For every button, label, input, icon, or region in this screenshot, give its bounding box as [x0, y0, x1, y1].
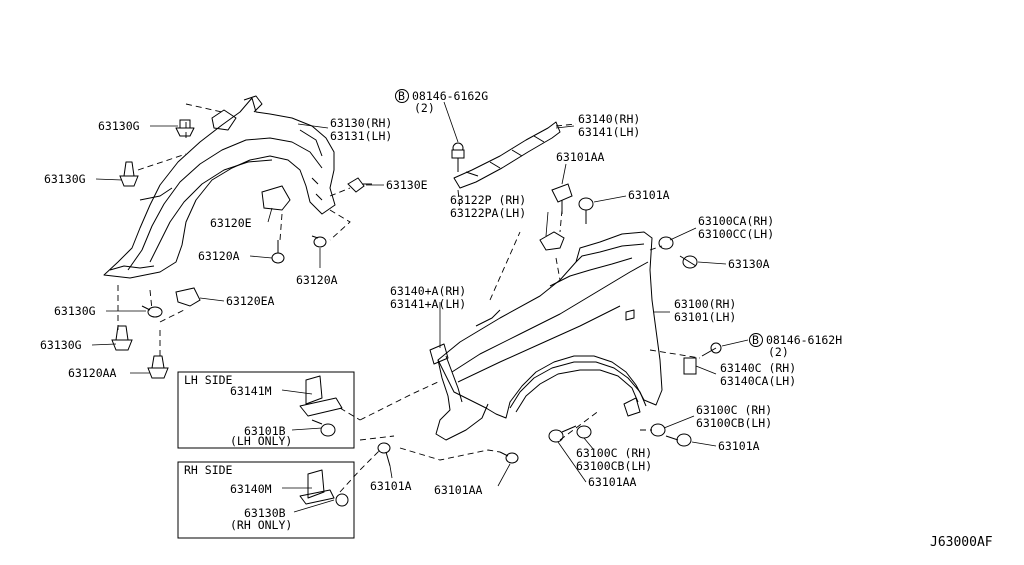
bolt-63101aa-b2	[499, 451, 519, 464]
bolt-63101a-b	[377, 442, 391, 467]
lh-side-box	[177, 371, 355, 449]
callout-63130-rh: 63130(RH)	[330, 116, 392, 130]
callout-63130g-3: 63130G	[54, 304, 96, 318]
callout-63140c-rh: 63140C (RH)	[720, 361, 796, 375]
callout-63130g-1: 63130G	[98, 119, 140, 133]
callout-qty-h: (2)	[768, 345, 789, 359]
callout-63100cb-lh-b: 63100CB(LH)	[576, 459, 652, 473]
callout-63100cb-lh-r: 63100CB(LH)	[696, 416, 772, 430]
rh-side-title: RH SIDE	[184, 463, 233, 477]
callout-63140-rh: 63140(RH)	[578, 112, 640, 126]
callout-63131-lh: 63131(LH)	[330, 129, 392, 143]
lh-side-title: LH SIDE	[184, 373, 233, 387]
fender-protector	[103, 95, 336, 307]
fender-bracket-lower	[539, 209, 565, 281]
callout-63101aa-b: 63101AA	[588, 475, 637, 489]
fender-bracket-upper	[453, 121, 577, 189]
callout-08146-6162g: 08146-6162G	[412, 89, 488, 103]
callout-63100c-rh-b: 63100C (RH)	[576, 446, 652, 460]
callout-63130e: 63130E	[386, 178, 428, 192]
bolt-63120a-1	[271, 240, 285, 264]
fender-dash-lines	[339, 189, 701, 493]
bolt-63120a-2	[311, 235, 327, 248]
callout-qty-g: (2)	[414, 101, 435, 115]
rh-side-part: 63140M	[230, 482, 272, 496]
leader-lines	[91, 101, 749, 513]
bolt-63101aa-b	[548, 425, 577, 443]
push-clip-63120aa	[147, 355, 169, 379]
callout-63120a-1: 63120A	[198, 249, 240, 263]
clip-63101aa-top	[551, 183, 573, 214]
callout-63130a: 63130A	[728, 257, 770, 271]
lh-side-parts	[299, 375, 343, 437]
callout-63100c-rh-r: 63100C (RH)	[696, 403, 772, 417]
callout-labels: 63130G 63130G 63130G 63130G 63130(RH) 63…	[40, 89, 993, 550]
lh-side-bolt: 63101B	[244, 424, 286, 438]
callout-63122pa-lh: 63122PA(LH)	[450, 206, 526, 220]
rh-side-parts	[299, 469, 349, 507]
callout-63120aa: 63120AA	[68, 366, 117, 380]
bolt-63101a-top	[578, 197, 594, 224]
nut-63100ca	[658, 236, 674, 250]
callout-63140ca-lh: 63140CA(LH)	[720, 374, 796, 388]
callout-08146-6162h: 08146-6162H	[766, 333, 842, 347]
callout-63141-lh: 63141(LH)	[578, 125, 640, 139]
front-fender	[429, 231, 663, 441]
callout-63130g-2: 63130G	[44, 172, 86, 186]
lh-side-part: 63141M	[230, 384, 272, 398]
push-clip-63130g-2	[119, 161, 139, 187]
rh-side-bolt: 63130B	[244, 506, 286, 520]
clip-63140c	[683, 357, 697, 375]
screw-63130a	[679, 255, 698, 269]
screw-63130e	[347, 177, 372, 193]
fender-fasteners	[377, 142, 722, 467]
push-clip-63130g-4	[111, 325, 133, 351]
callout-63100cc-lh: 63100CC(LH)	[698, 227, 774, 241]
bolt-marker-h: B	[749, 333, 763, 347]
protector-dash-lines	[117, 103, 351, 356]
callout-63101a-r: 63101A	[718, 439, 760, 453]
callout-63101aa-b2: 63101AA	[434, 483, 483, 497]
callout-63101-lh: 63101(LH)	[674, 310, 736, 324]
protector-fasteners	[111, 119, 372, 379]
callout-63122p-rh: 63122P (RH)	[450, 193, 526, 207]
callout-63141a-lh: 63141+A(LH)	[390, 297, 466, 311]
callout-63101a-b: 63101A	[370, 479, 412, 493]
bolt-08146-6162g	[451, 142, 465, 172]
callout-63101a-top: 63101A	[628, 188, 670, 202]
rh-side-note: (RH ONLY)	[230, 518, 292, 532]
bolt-marker-h-text: B	[752, 333, 759, 347]
callout-63100-rh: 63100(RH)	[674, 297, 736, 311]
nut-63100c-r	[650, 423, 666, 437]
callout-63120ea: 63120EA	[226, 294, 275, 308]
bolt-08146-6162h	[701, 342, 722, 357]
bolt-marker-g: B	[395, 89, 409, 103]
callout-63140a-rh: 63140+A(RH)	[390, 284, 466, 298]
lh-side-note: (LH ONLY)	[230, 434, 292, 448]
callout-63101aa-top: 63101AA	[556, 150, 605, 164]
bolt-63101a-r	[665, 433, 692, 447]
bolt-marker-g-text: B	[398, 89, 405, 103]
push-clip-63130g-1	[175, 119, 195, 137]
callout-63130g-4: 63130G	[40, 338, 82, 352]
callout-63100ca-rh: 63100CA(RH)	[698, 214, 774, 228]
rh-side-box	[177, 461, 355, 539]
callout-63120a-2: 63120A	[296, 273, 338, 287]
screw-63130g-3	[141, 305, 163, 318]
callout-63120e: 63120E	[210, 216, 252, 230]
diagram-code: J63000AF	[930, 535, 993, 550]
nut-63100c-b	[576, 425, 592, 439]
